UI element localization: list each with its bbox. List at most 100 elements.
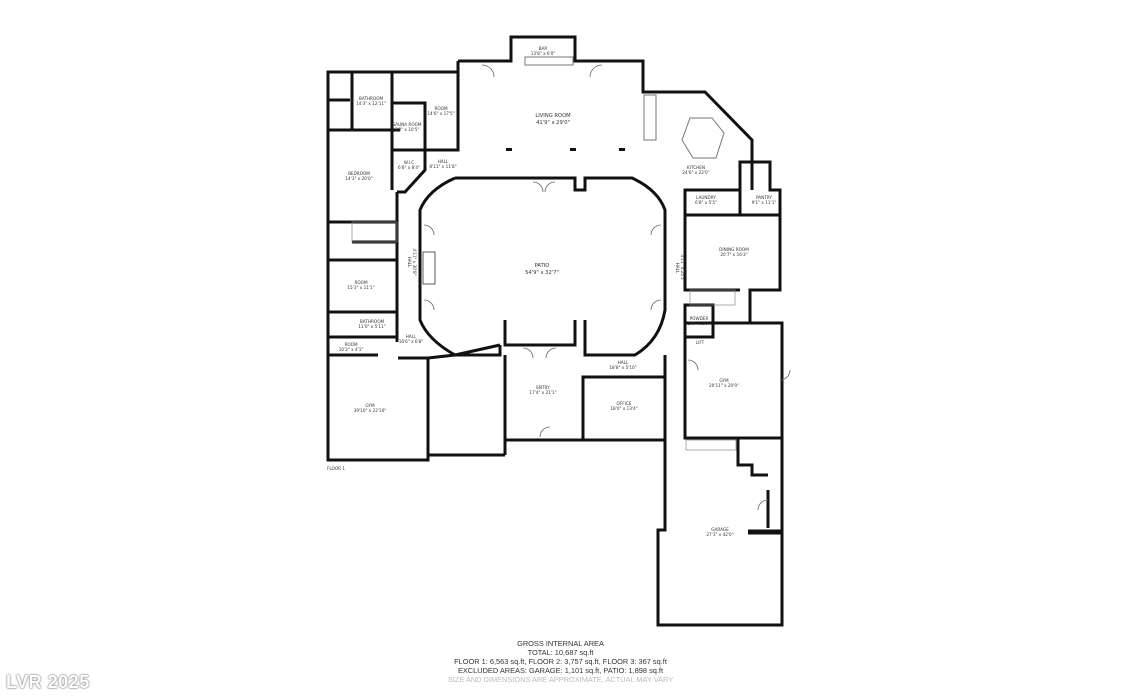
- summary-title: GROSS INTERNAL AREA: [517, 639, 604, 648]
- wall-left-wing: [326, 70, 505, 462]
- svg-text:4'11" x 30'8": 4'11" x 30'8": [412, 248, 417, 275]
- wall-garage: [656, 438, 784, 627]
- svg-text:HALL: HALL: [406, 334, 417, 339]
- wall-office: [581, 375, 667, 442]
- svg-text:14'6" x 17'5": 14'6" x 17'5": [427, 111, 454, 116]
- wall: [427, 345, 502, 360]
- wall-entry: [505, 355, 667, 442]
- summary-excluded: EXCLUDED AREAS: GARAGE: 1,101 sq.ft, PAT…: [457, 666, 664, 675]
- wall: [392, 101, 427, 150]
- svg-text:18'0" x 13'4": 18'0" x 13'4": [610, 406, 637, 411]
- doors: [423, 64, 791, 511]
- svg-text:9'1" x 11'1": 9'1" x 11'1": [752, 200, 777, 205]
- bar-counter: [524, 56, 574, 66]
- svg-text:54'9" x 32'7": 54'9" x 32'7": [525, 270, 559, 276]
- fireplace: [422, 251, 436, 285]
- svg-text:LIVING ROOM: LIVING ROOM: [535, 113, 570, 119]
- svg-text:6'8" x 10'5": 6'8" x 10'5": [395, 127, 420, 132]
- svg-text:HALL: HALL: [675, 263, 680, 274]
- wall-living-room: [458, 35, 754, 190]
- svg-text:16'6" x 6'8": 16'6" x 6'8": [399, 339, 424, 344]
- svg-text:ROOM: ROOM: [434, 106, 448, 111]
- watermark: LVR 2025: [6, 672, 90, 692]
- wall: [398, 356, 430, 455]
- summary-floors: FLOOR 1: 6,563 sq.ft, FLOOR 2: 3,757 sq.…: [454, 657, 667, 666]
- svg-text:W.I.C: W.I.C: [404, 160, 415, 165]
- svg-text:14'3" x 20'0": 14'3" x 20'0": [345, 176, 372, 181]
- svg-text:GARAGE: GARAGE: [711, 527, 729, 532]
- svg-text:BATHROOM: BATHROOM: [359, 96, 384, 101]
- svg-text:KITCHEN: KITCHEN: [687, 165, 705, 170]
- svg-text:11'0" x 5'11": 11'0" x 5'11": [358, 324, 385, 329]
- wall: [683, 188, 740, 215]
- svg-text:20'7" x 16'3": 20'7" x 16'3": [720, 252, 747, 257]
- room-label-lift: LIFT: [696, 340, 705, 345]
- svg-text:GYM: GYM: [719, 378, 729, 383]
- svg-text:17'4" x 21'1": 17'4" x 21'1": [529, 390, 556, 395]
- svg-text:14'3" x 12'11": 14'3" x 12'11": [356, 101, 386, 106]
- svg-text:6'8" x 5'5": 6'8" x 5'5": [695, 200, 717, 205]
- kitchen-island: [681, 117, 725, 159]
- svg-text:GYM: GYM: [365, 403, 375, 408]
- svg-text:8'11" x 11'8": 8'11" x 11'8": [429, 164, 456, 169]
- svg-text:DINING ROOM: DINING ROOM: [719, 247, 749, 252]
- stairs: [351, 221, 737, 451]
- svg-text:39'10" x 22'10": 39'10" x 22'10": [354, 408, 387, 413]
- svg-text:PANTRY: PANTRY: [756, 195, 772, 200]
- kitchen-counter: [643, 94, 657, 141]
- svg-text:HALL: HALL: [438, 159, 449, 164]
- svg-text:LIFT: LIFT: [696, 340, 705, 345]
- svg-text:13'8" x 6'0": 13'8" x 6'0": [531, 51, 556, 56]
- svg-text:18'8" x 5'10": 18'8" x 5'10": [609, 365, 636, 370]
- svg-text:6'8" x 8'4": 6'8" x 8'4": [398, 165, 420, 170]
- floor-label: FLOOR 1: [327, 466, 345, 471]
- area-summary: GROSS INTERNAL AREA TOTAL: 10,687 sq.ft …: [0, 639, 1121, 684]
- svg-text:24'6" x 22'0": 24'6" x 22'0": [682, 170, 709, 175]
- wall: [397, 150, 427, 194]
- wall: [392, 61, 460, 152]
- svg-text:15'3" x 11'1": 15'3" x 11'1": [347, 285, 374, 290]
- summary-disclaimer: SIZE AND DIMENSIONS ARE APPROXIMATE, ACT…: [447, 675, 674, 684]
- walls: [326, 35, 784, 627]
- svg-text:BATHROOM: BATHROOM: [360, 319, 385, 324]
- svg-text:BAR: BAR: [539, 46, 548, 51]
- svg-text:BEDROOM: BEDROOM: [348, 171, 370, 176]
- svg-text:4'11" x 24'5": 4'11" x 24'5": [680, 254, 685, 281]
- wall-pantry-dining: [738, 160, 782, 323]
- patio-outline: [418, 176, 667, 357]
- svg-text:HALL: HALL: [618, 360, 629, 365]
- svg-text:SAUNA ROOM: SAUNA ROOM: [392, 122, 421, 127]
- svg-text:20'11" x 20'9": 20'11" x 20'9": [709, 383, 739, 388]
- svg-text:5'9" x 5'9": 5'9" x 5'9": [688, 321, 710, 326]
- svg-text:ROOM: ROOM: [344, 342, 358, 347]
- svg-text:OFFICE: OFFICE: [617, 401, 632, 406]
- room-label-wic: W.I.C6'8" x 8'4": [398, 160, 420, 170]
- summary-total: TOTAL: 10,687 sq.ft: [527, 648, 594, 657]
